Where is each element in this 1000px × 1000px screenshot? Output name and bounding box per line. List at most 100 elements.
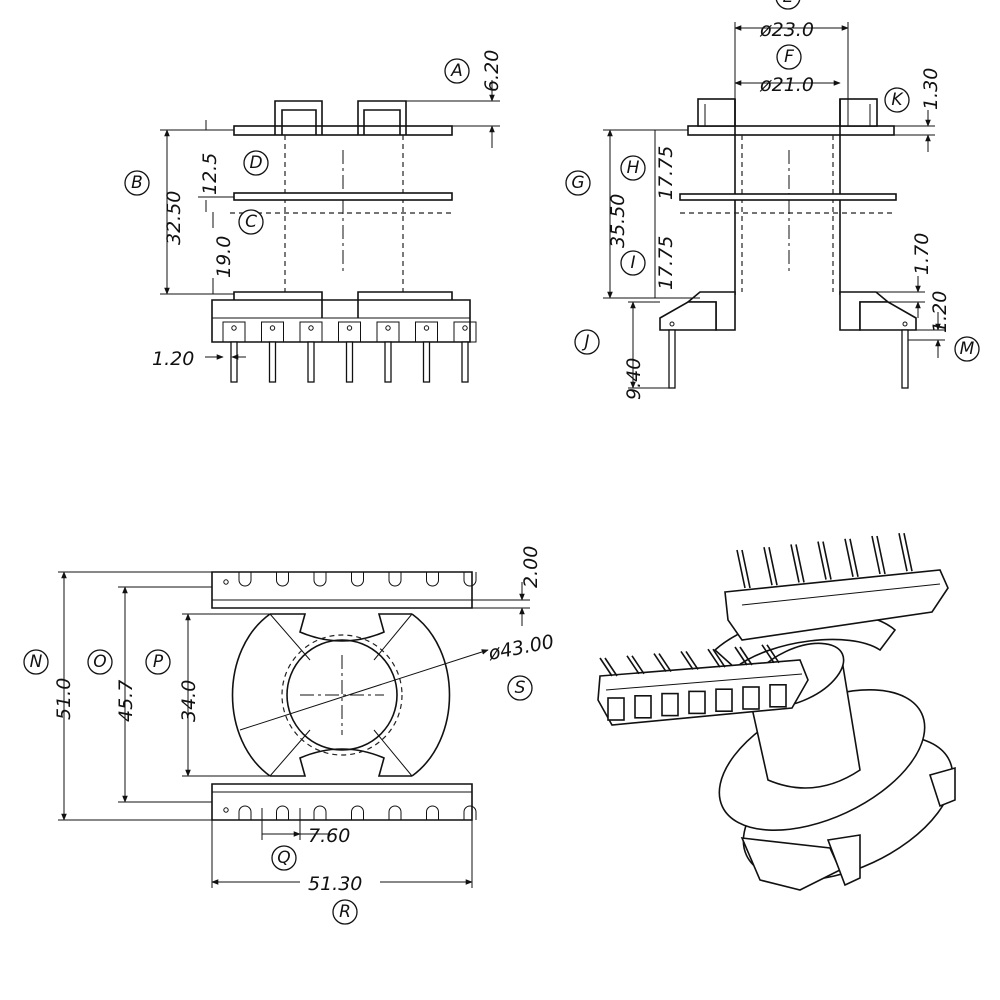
front-middle-flange [233, 192, 453, 201]
flange-right-arc [411, 613, 451, 777]
iso-left-pin [626, 655, 640, 675]
iso-left-pin [599, 657, 613, 677]
pin-notch [276, 805, 289, 820]
dim-g-value: 35.50 [607, 194, 629, 248]
front-pin-hole [462, 325, 468, 331]
iso-top-pin [898, 533, 908, 572]
flange-left-arc [231, 613, 271, 777]
iso-left-pin-foot [769, 683, 787, 708]
dim-f-value: ø21.0 [759, 74, 814, 96]
isometric-view [597, 533, 956, 891]
label-e: E [783, 0, 794, 7]
dim-i-value: 17.75 [655, 236, 677, 290]
iso-top-pin [822, 541, 832, 580]
dim-h-value: 17.75 [655, 146, 677, 200]
iso-top-pin [849, 538, 859, 577]
pin-notch [388, 805, 402, 820]
iso-top-pin [768, 547, 778, 586]
front-top-boss-left [274, 100, 323, 135]
dim-pin-width-front: 1.20 [152, 348, 194, 370]
dim-o-value: 45.7 [115, 680, 137, 722]
dim-k-value: 1.30 [920, 68, 942, 110]
side-pin-left [668, 329, 676, 389]
dim-e-value: ø23.0 [759, 19, 814, 41]
pin-notch [388, 572, 402, 587]
front-pin [422, 341, 431, 383]
iso-top-pin [741, 549, 751, 589]
label-d-circle [243, 150, 269, 176]
iso-top-pin [790, 544, 800, 583]
dim-top-thickness: 2.00 [520, 546, 542, 588]
front-pin-hole [346, 325, 353, 331]
label-b-circle [124, 170, 150, 196]
pin-notch [238, 572, 252, 587]
label-h: H [627, 158, 640, 178]
pin-notch [313, 805, 327, 820]
label-m: M [960, 339, 975, 359]
iso-left-pin-foot [688, 690, 706, 715]
label-k: K [891, 90, 904, 110]
label-j: J [581, 332, 589, 352]
label-f-circle [776, 44, 802, 70]
label-m-circle [954, 336, 980, 362]
pin-notch [351, 572, 364, 587]
iso-left-pin [707, 648, 721, 668]
pin-hole [223, 579, 229, 585]
label-o: O [93, 652, 106, 672]
dim-q-value: 7.60 [308, 825, 350, 847]
front-base [211, 299, 471, 343]
iso-left-pin [685, 650, 699, 670]
label-d: D [249, 153, 262, 173]
iso-top-pin [736, 549, 746, 589]
front-pin [384, 341, 392, 383]
iso-left-pin [761, 644, 775, 664]
iso-top-pin [763, 547, 773, 586]
dim-p-value: 34.0 [178, 680, 200, 722]
iso-left-pin-foot [607, 697, 625, 721]
iso-left-pin-foot [661, 692, 679, 717]
label-q: Q [277, 848, 290, 868]
iso-left-pin [712, 648, 726, 668]
iso-left-pin [631, 655, 645, 675]
label-c-circle [238, 209, 264, 235]
label-k-circle [884, 87, 910, 113]
iso-top-pin [795, 544, 805, 583]
front-pin [461, 341, 469, 383]
pin-notch [463, 572, 477, 587]
label-s-circle [507, 675, 533, 701]
iso-left-pin [604, 657, 618, 677]
iso-left-pin-foot [742, 686, 760, 710]
pin-notch [238, 805, 252, 820]
side-middle-flange [679, 193, 897, 201]
front-pin [345, 341, 354, 383]
label-r-circle [332, 899, 358, 925]
iso-left-pin [680, 650, 694, 670]
label-b: B [131, 173, 143, 193]
dim-m-value: 1.20 [929, 291, 951, 333]
iso-top-pin [844, 538, 854, 577]
label-c: C [245, 212, 257, 232]
iso-left-pin [739, 646, 753, 666]
iso-top-pin [903, 533, 913, 572]
side-pin-right [901, 329, 909, 389]
iso-left-pin [653, 653, 667, 673]
iso-top-pin-block [724, 569, 949, 641]
iso-top-pin [876, 535, 886, 575]
label-n-circle [23, 649, 49, 675]
front-pin-hole [423, 325, 430, 331]
label-g-circle [565, 170, 591, 196]
pin-notch [426, 805, 439, 820]
dim-r-value: 51.30 [308, 873, 362, 895]
label-a: A [450, 61, 463, 81]
iso-left-pin [766, 644, 780, 664]
dim-n-value: 51.0 [53, 678, 75, 720]
dim-s-value: ø43.00 [486, 631, 556, 665]
front-pin-hole [231, 325, 237, 331]
front-pin [268, 341, 277, 383]
pin-notch [313, 572, 327, 587]
pin-hole [223, 807, 229, 813]
label-h-circle [620, 155, 646, 181]
label-g: G [571, 173, 584, 193]
dim-j-value: 9.40 [623, 358, 645, 400]
